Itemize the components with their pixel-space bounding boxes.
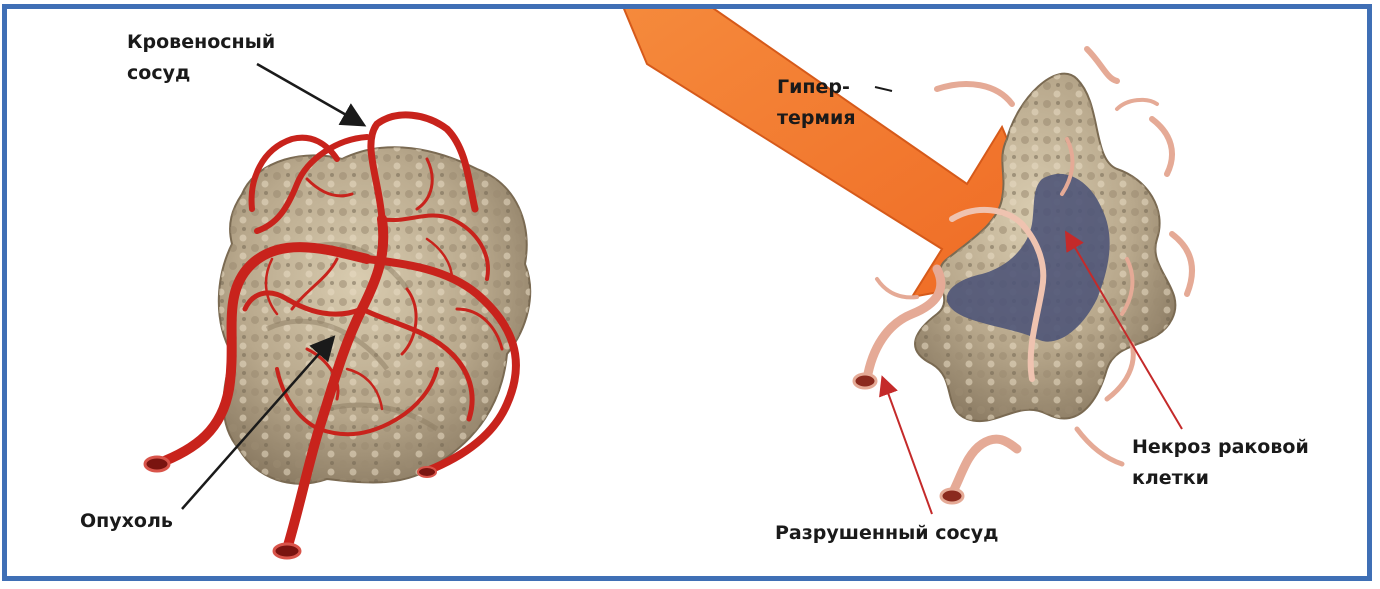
diagram-frame: Кровеносный сосуд Опухоль Гипер- термия …: [2, 4, 1372, 581]
label-hyperthermia-line-1: Гипер-: [777, 72, 856, 103]
label-blood-vessel-line-1: Кровеносный: [127, 27, 275, 58]
label-hyperthermia: Гипер- термия: [777, 72, 856, 134]
destroyed-vessel-pointer: [883, 379, 932, 514]
label-blood-vessel-line-2: сосуд: [127, 58, 275, 89]
diagram-art: [7, 9, 1372, 581]
label-tumor: Опухоль: [80, 506, 173, 537]
label-destroyed-vessel: Разрушенный сосуд: [775, 518, 999, 549]
label-necrosis-line-2: клетки: [1132, 463, 1309, 494]
label-necrosis: Некроз раковой клетки: [1132, 432, 1309, 494]
vessel-openings-right: [854, 374, 963, 503]
hyperthermia-label-connector: [875, 87, 892, 91]
label-destroyed-vessel-text: Разрушенный сосуд: [775, 518, 999, 549]
label-tumor-text: Опухоль: [80, 506, 173, 537]
label-blood-vessel: Кровеносный сосуд: [127, 27, 275, 89]
label-necrosis-line-1: Некроз раковой: [1132, 432, 1309, 463]
label-hyperthermia-line-2: термия: [777, 103, 856, 134]
